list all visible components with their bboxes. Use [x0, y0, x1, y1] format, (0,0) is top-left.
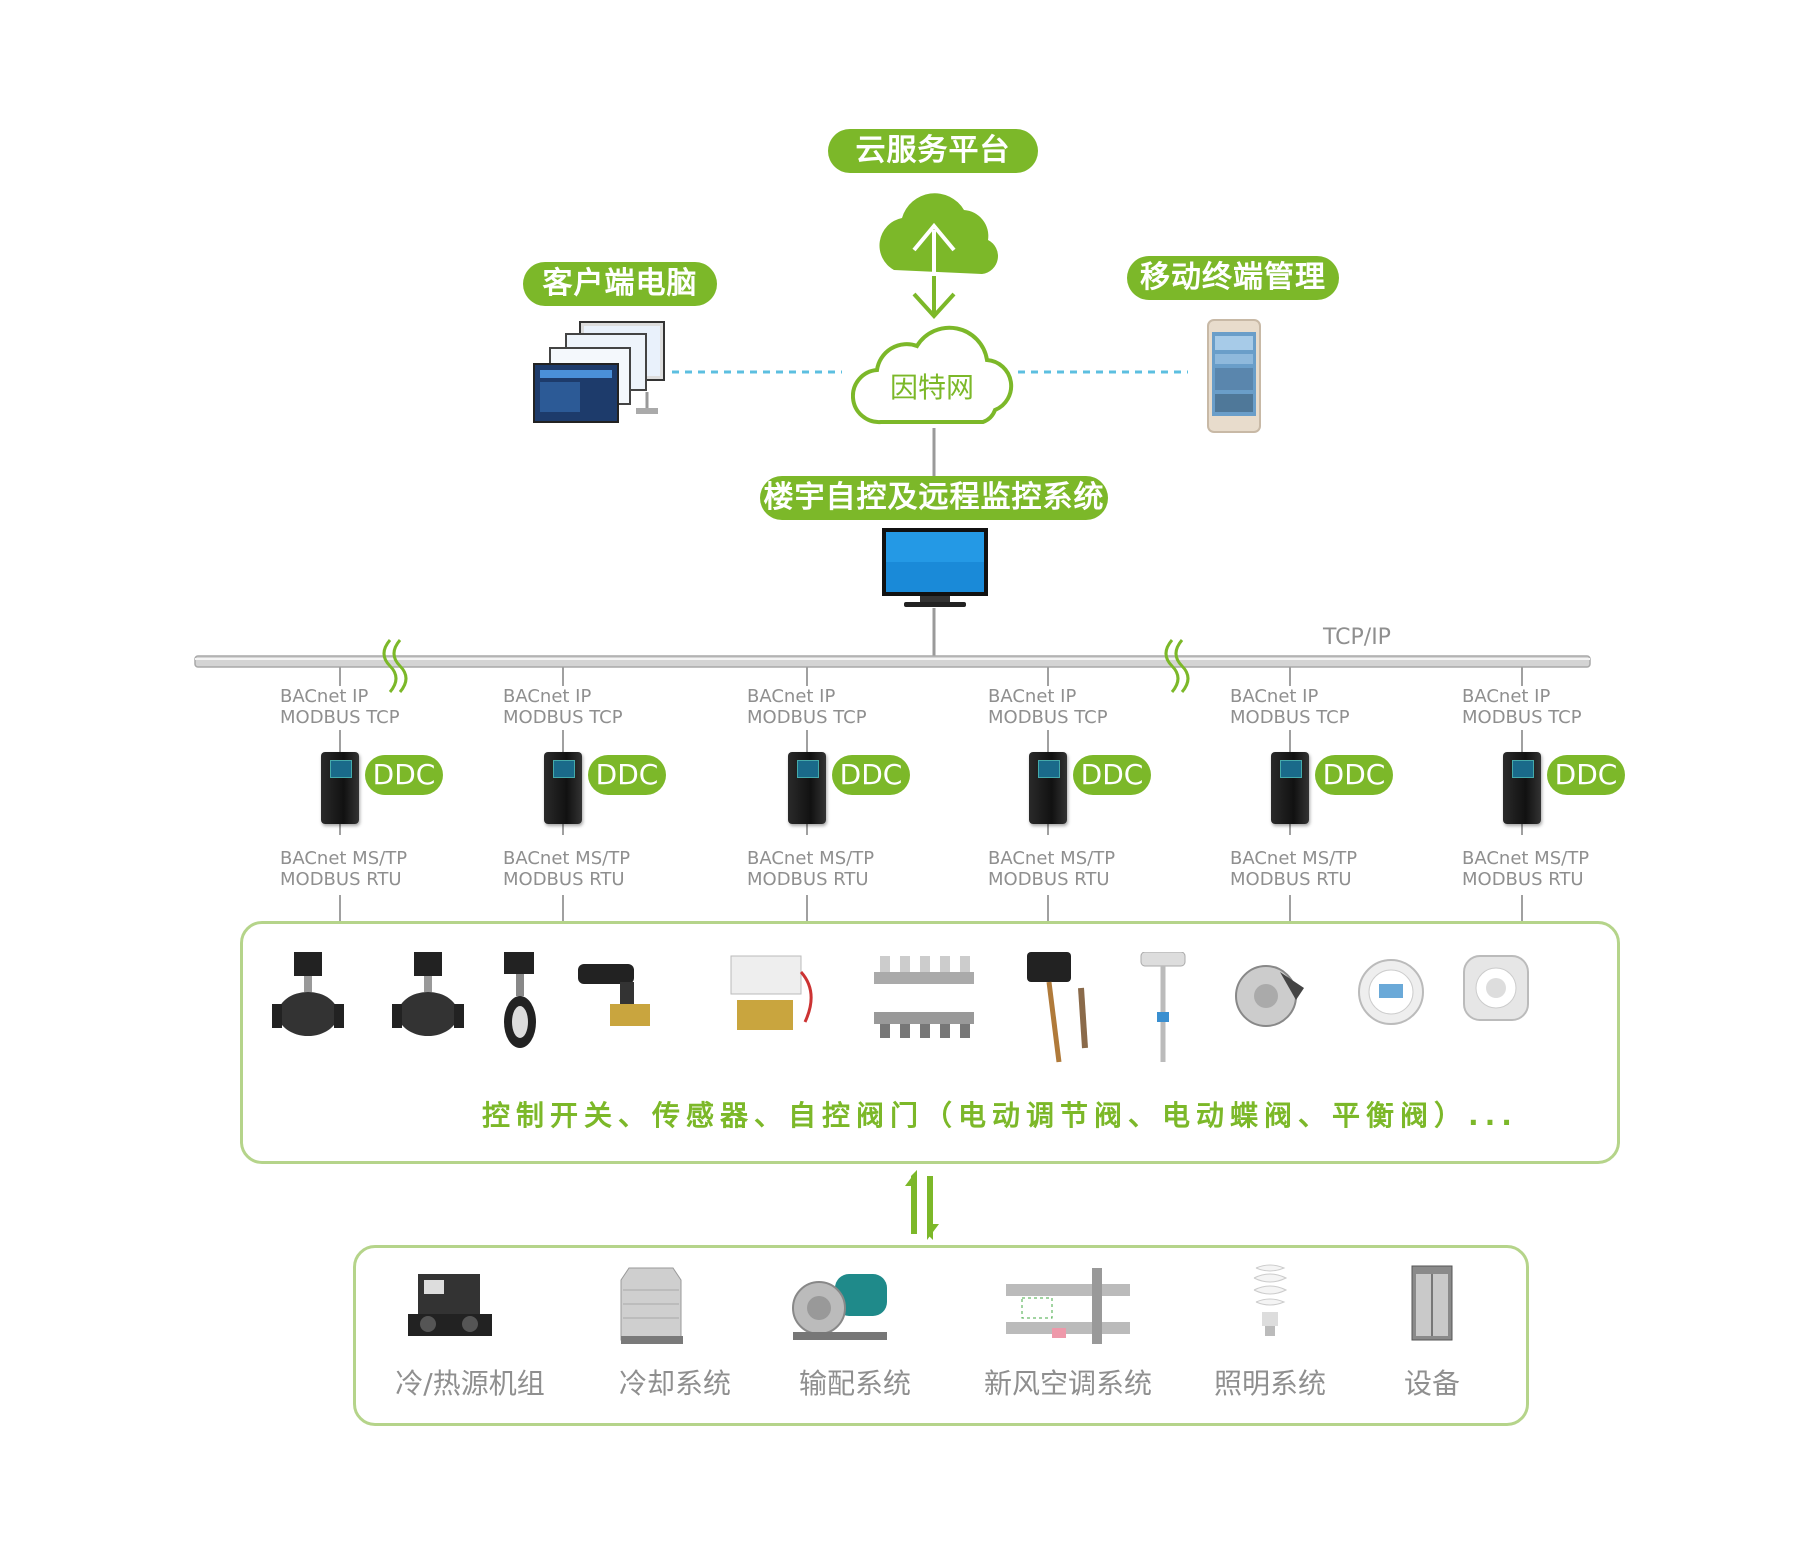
- bulb-icon: [1253, 1264, 1288, 1336]
- protocol-text: MODBUS TCP: [747, 707, 867, 728]
- ddc-controller-icon: [1029, 752, 1067, 824]
- pressure-switch-icon: [1235, 965, 1304, 1027]
- protocol-text: BACnet MS/TP: [280, 848, 408, 869]
- ddc-controller-icon: [1271, 752, 1309, 824]
- ddc-controller-icon: [788, 752, 826, 824]
- ddc-controller-icon: [1503, 752, 1541, 824]
- duct-sensor-icon: [1140, 952, 1186, 1062]
- internet-cloud-icon: [851, 325, 1014, 425]
- electric-valve-icon: [272, 952, 344, 1036]
- ddc-label: DDC: [832, 755, 910, 795]
- protocol-text: MODBUS TCP: [988, 707, 1108, 728]
- pump-icon: [792, 1274, 887, 1340]
- protocol-text: MODBUS RTU: [503, 869, 625, 890]
- protocol-text: BACnet IP: [988, 686, 1077, 707]
- cloud-platform-icon: [879, 193, 998, 319]
- electric-valve-icon: [392, 952, 464, 1036]
- bas-system-label: 楼宇自控及远程监控系统: [760, 476, 1108, 520]
- protocol-text: MODBUS TCP: [1230, 707, 1350, 728]
- butterfly-valve-icon: [504, 952, 536, 1048]
- cloud-platform-label: 云服务平台: [828, 129, 1038, 173]
- protocol-text: MODBUS TCP: [503, 707, 623, 728]
- temperature-sensor-icon: [1027, 952, 1088, 1063]
- mobile-management-label: 移动终端管理: [1127, 256, 1339, 300]
- protocol-text: BACnet IP: [747, 686, 836, 707]
- manifold-icon: [874, 956, 974, 1038]
- protocol-text: MODBUS TCP: [280, 707, 400, 728]
- system-label: 新风空调系统: [983, 1367, 1152, 1400]
- system-label: 照明系统: [1213, 1367, 1326, 1400]
- protocol-text: BACnet IP: [280, 686, 369, 707]
- client-pc-icon: [533, 321, 665, 423]
- protocol-text: BACnet IP: [1230, 686, 1319, 707]
- protocol-text: BACnet MS/TP: [988, 848, 1116, 869]
- chiller-icon: [408, 1274, 492, 1336]
- protocol-text: MODBUS RTU: [747, 869, 869, 890]
- internet-label: 因特网: [890, 371, 975, 404]
- system-label: 冷/热源机组: [395, 1367, 545, 1400]
- room-sensor-icon: [1463, 955, 1529, 1021]
- ddc-label: DDC: [588, 755, 666, 795]
- elevator-icon: [1411, 1265, 1453, 1341]
- bus-break-icon: [382, 639, 408, 693]
- cooling-tower-icon: [620, 1267, 683, 1344]
- protocol-text: BACnet MS/TP: [503, 848, 631, 869]
- protocol-text: BACnet MS/TP: [747, 848, 875, 869]
- ddc-label: DDC: [1315, 755, 1393, 795]
- system-label: 输配系统: [798, 1367, 911, 1400]
- ddc-label: DDC: [1547, 755, 1625, 795]
- protocol-text: MODBUS RTU: [1230, 869, 1352, 890]
- ddc-label: DDC: [1073, 755, 1151, 795]
- ddc-controller-icon: [321, 752, 359, 824]
- ddc-controller-icon: [544, 752, 582, 824]
- systems-box: [353, 1245, 1529, 1426]
- protocol-text: BACnet MS/TP: [1230, 848, 1358, 869]
- exchange-arrow-icon: [905, 1170, 939, 1240]
- field-devices-caption: 控制开关、传感器、自控阀门（电动调节阀、电动蝶阀、平衡阀）...: [482, 1099, 1518, 1132]
- protocol-text: MODBUS TCP: [1462, 707, 1582, 728]
- monitor-icon: [882, 528, 988, 607]
- system-label: 冷却系统: [618, 1367, 731, 1400]
- flow-switch-icon: [578, 964, 650, 1026]
- ddc-label: DDC: [365, 755, 443, 795]
- air-handler-icon: [1006, 1268, 1130, 1344]
- tcpip-bus: [194, 655, 1591, 668]
- mobile-phone-icon: [1207, 319, 1261, 433]
- protocol-text: BACnet IP: [503, 686, 592, 707]
- protocol-text: BACnet MS/TP: [1462, 848, 1590, 869]
- solenoid-valve-icon: [730, 955, 813, 1030]
- field-devices-box: [240, 921, 1620, 1164]
- client-pc-label: 客户端电脑: [523, 262, 717, 306]
- thermostat-icon: [1358, 959, 1424, 1025]
- protocol-text: MODBUS RTU: [1462, 869, 1584, 890]
- protocol-text: BACnet IP: [1462, 686, 1551, 707]
- protocol-text: MODBUS RTU: [280, 869, 402, 890]
- protocol-text: MODBUS RTU: [988, 869, 1110, 890]
- bus-break-icon: [1164, 639, 1190, 693]
- tcpip-label: TCP/IP: [1323, 625, 1391, 650]
- system-label: 设备: [1403, 1367, 1460, 1400]
